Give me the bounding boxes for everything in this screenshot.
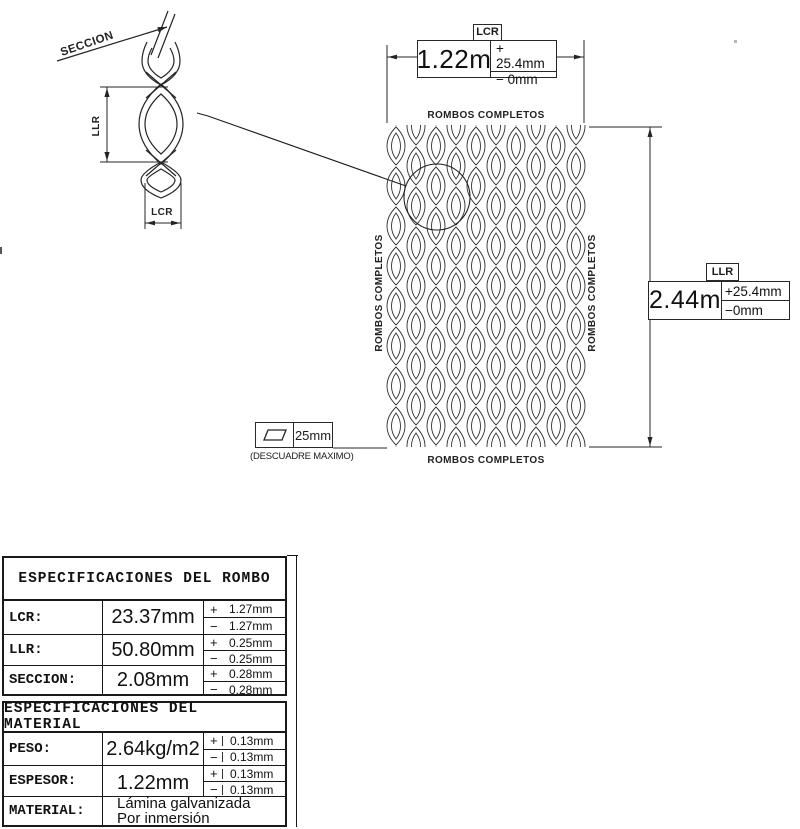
table-outer-border [296,556,297,827]
rombo-table: LCR: 23.37mm +1.27mm −1.27mm LLR: 50.80m… [2,601,287,697]
skew-box: 25mm [255,422,333,448]
mesh-label-left: ROMBOS COMPLETOS [374,234,385,351]
row-label: LCR: [4,601,103,634]
table-row: ESPESOR: 1.22mm +0.13mm −0.13mm [4,766,285,797]
row-value: 23.37mm [103,601,204,634]
row-label: ESPESOR: [4,766,103,796]
detail-llr-dimension [100,86,168,163]
row-value: 50.80mm [103,635,204,665]
width-dim-tol-minus: − 0mm [496,72,538,87]
mesh-label-bottom: ROMBOS COMPLETOS [427,455,544,466]
row-tolerance: +0.28mm −0.28mm [204,666,285,697]
section-label: SECCION [59,30,115,59]
scan-artifact [734,40,737,43]
detail-lcr-dimension [144,183,182,229]
row-tolerance: +0.13mm −0.13mm [204,766,285,797]
row-value: 1.22mm [103,766,204,796]
width-dim-value: 1.22m [417,41,491,77]
table-row: PESO: 2.64kg/m2 +0.13mm −0.13mm [4,733,285,766]
row-value: 2.08mm [103,666,204,694]
detail-reference-circle [403,163,471,231]
height-dim-tol-plus: +25.4mm [722,282,789,301]
parallelogram-icon [256,423,294,447]
height-dim-tol-minus: −0mm [725,302,763,318]
width-dim-box: 1.22m + 25.4mm − 0mm [417,40,557,87]
mesh-panel [386,125,586,447]
table-outer-border-top [287,555,298,556]
detail-leader-line [196,112,407,187]
height-dim-value: 2.44m [649,282,722,319]
row-label: LLR: [4,635,103,665]
height-dim-box: 2.44m +25.4mm −0mm [648,281,790,320]
detail-llr-label: LLR [91,115,102,136]
width-dim-tag: LCR [473,24,502,41]
row-value: 2.64kg/m2 [103,733,204,765]
table-header-material: ESPECIFICACIONES DEL MATERIAL [2,701,287,733]
height-dim-tag: LLR [706,263,739,281]
table-row: MATERIAL: Lámina galvanizada Por inmersi… [4,794,285,827]
row-label: SECCION: [4,666,103,694]
row-label: PESO: [4,733,103,765]
row-tolerance: +1.27mm −1.27mm [204,601,285,634]
table-header-rombo: ESPECIFICACIONES DEL ROMBO [2,556,287,601]
table-row: LCR: 23.37mm +1.27mm −1.27mm [4,601,285,635]
row-tolerance: +0.25mm −0.25mm [204,635,285,666]
width-dim-tol-plus: + 25.4mm [491,41,556,72]
material-table: PESO: 2.64kg/m2 +0.13mm −0.13mm ESPESOR:… [2,733,287,827]
section-detail-strands [138,10,184,199]
section-label-leader [56,26,168,62]
table-row: SECCION: 2.08mm +0.28mm −0.28mm [4,666,285,697]
row-tolerance: +0.13mm −0.13mm [204,733,285,765]
table-row: LLR: 50.80mm +0.25mm −0.25mm [4,635,285,666]
skew-value: 25mm [294,427,332,443]
mesh-label-top: ROMBOS COMPLETOS [427,110,544,121]
drawing-canvas: SECCION LLR LCR ROMBOS COMPLETOS ROMBOS … [0,10,737,466]
mesh-label-right: ROMBOS COMPLETOS [587,234,598,351]
material-value: Lámina galvanizada Por inmersión [117,794,251,827]
detail-lcr-label: LCR [151,207,173,218]
scan-artifact-edge [0,247,2,254]
row-label: MATERIAL: [4,797,103,825]
skew-caption: (DESCUADRE MAXIMO) [250,451,354,462]
